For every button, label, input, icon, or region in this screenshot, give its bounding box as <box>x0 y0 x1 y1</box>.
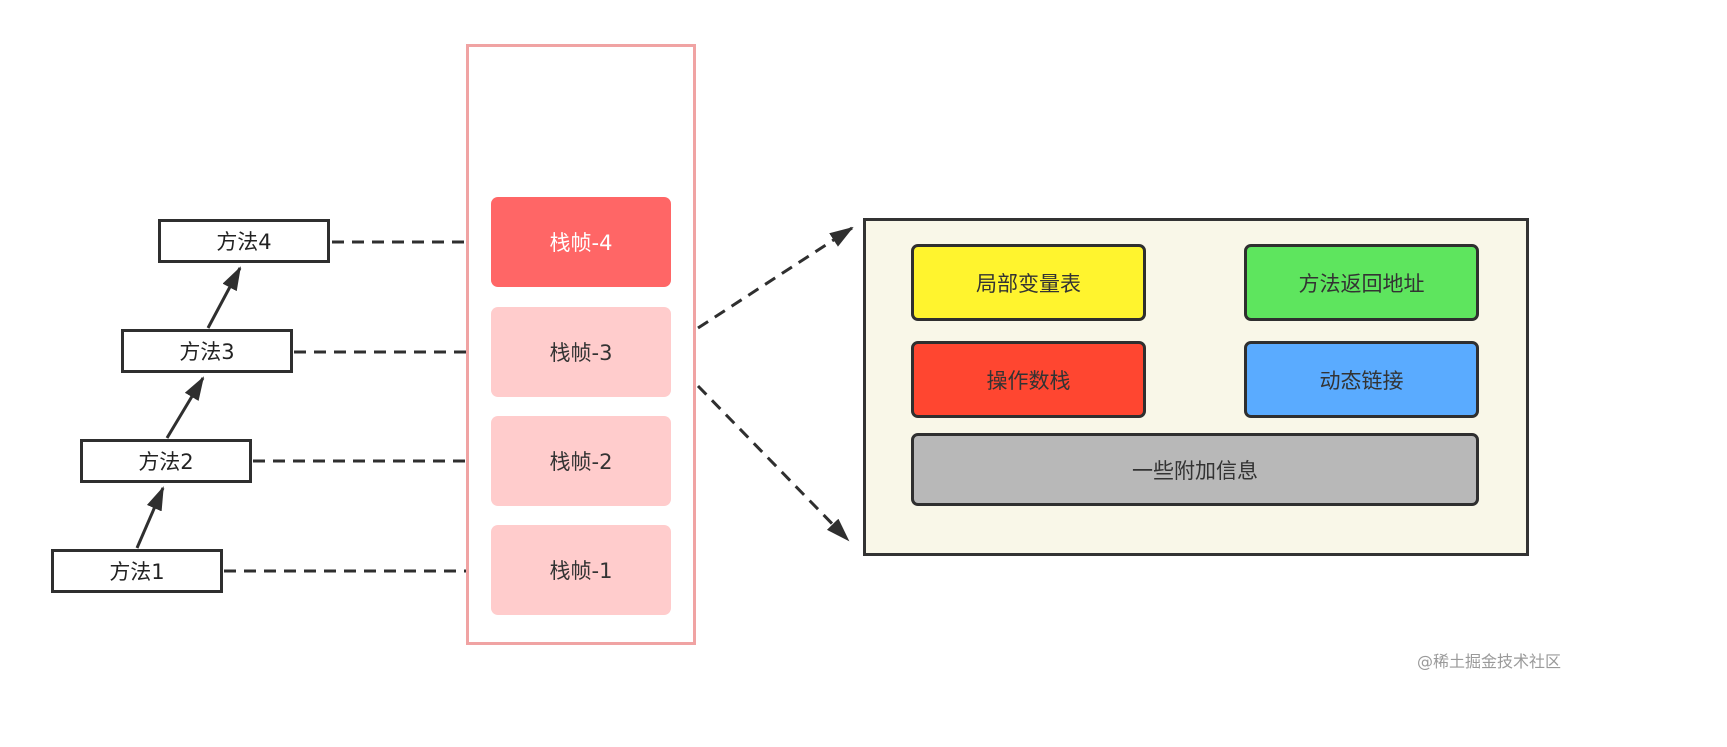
method-box-3: 方法3 <box>121 329 293 373</box>
method-box-4: 方法4 <box>158 219 330 263</box>
dynamic-linking-block: 动态链接 <box>1244 341 1479 418</box>
method-box-2: 方法2 <box>80 439 252 483</box>
zoom-arrow-top <box>697 226 854 330</box>
stack-frame-3: 栈帧-3 <box>491 307 671 397</box>
stack-frame-2: 栈帧-2 <box>491 416 671 506</box>
stack-frame-4: 栈帧-4 <box>491 197 671 287</box>
stack-frame-1: 栈帧-1 <box>491 525 671 615</box>
return-address-block: 方法返回地址 <box>1244 244 1479 321</box>
operand-stack-block: 操作数栈 <box>911 341 1146 418</box>
call-arrow-3-4 <box>206 266 242 329</box>
extra-info-block: 一些附加信息 <box>911 433 1479 506</box>
local-variables-block: 局部变量表 <box>911 244 1146 321</box>
zoom-arrow-bottom <box>696 384 850 542</box>
call-arrow-2-3 <box>165 376 205 439</box>
call-arrow-1-2 <box>135 486 165 549</box>
method-box-1: 方法1 <box>51 549 223 593</box>
watermark: @稀土掘金技术社区 <box>1416 652 1561 671</box>
